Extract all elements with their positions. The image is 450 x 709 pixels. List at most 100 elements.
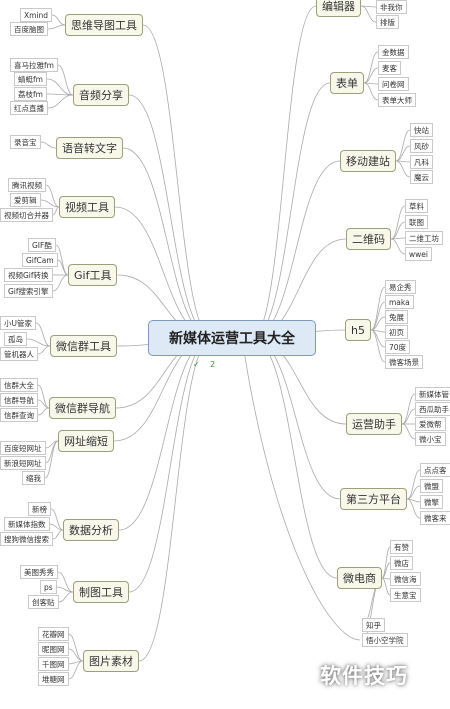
leaf-liantu: 联图 [405,215,428,229]
leaf-link [56,586,74,593]
leaf-baidu-short: 百度短网址 [0,441,46,455]
leaf-aiweibang: 爱微帮 [415,417,446,431]
branch-gif-tools: Gif工具 [68,264,118,286]
leaf-link [51,14,66,26]
leaf-link [57,571,74,593]
leaf-link [37,345,51,355]
leaf-link [50,508,64,531]
leaf-link [58,591,74,603]
watermark: 软件技巧 [320,664,408,688]
leaf-feiwoni: 非我你 [376,0,407,14]
leaf-suowo: 缩我 [22,471,45,485]
leaf-link [370,316,386,331]
branch-mobile-site: 移动建站 [340,150,396,172]
leaf-link [401,393,416,425]
leaf-link [40,199,60,208]
leaf-link [395,160,411,178]
center-marker-icon: ✓ [193,360,200,369]
branch-wechat-group-nav: 微信群导航 [49,397,116,419]
leaf-maka: maka [385,295,414,309]
leaf-link [45,184,60,208]
leaf-maike: 麦客 [378,61,401,75]
leaf-weixinhai: 微信海 [390,572,421,586]
leaf-huaban: 花瓣网 [38,627,69,641]
leaf-70du: 70度 [385,340,411,354]
leaf-link [52,274,69,292]
leaf-link [390,238,406,255]
leaf-link [40,141,57,149]
branch-wechat-group-tools: 微信群工具 [50,335,117,357]
leaf-hongdian: 红点直播 [10,101,48,115]
leaf-shengyibao: 生意宝 [390,588,421,602]
leaf-ximalaya: 喜马拉雅fm [10,58,58,72]
leaf-link [44,440,59,479]
leaf-ps: ps [40,580,57,594]
leaf-link [406,485,421,500]
leaf-qingting: 蜻蜓fm [14,72,47,86]
leaf-xiaou: 小U管家 [0,316,36,330]
leaf-link [381,577,391,596]
leaf-link [49,523,64,531]
leaf-link [47,94,74,109]
center-link [128,94,213,339]
branch-qrcode: 二维码 [346,228,391,250]
leaf-link [68,633,84,662]
leaf-link [26,338,51,347]
leaf-group-query: 信群查询 [0,408,38,422]
leaf-gifcam: GifCam [22,253,58,267]
branch-image-assets: 图片素材 [83,650,139,672]
leaf-link [363,67,379,84]
leaf-link [370,301,386,331]
leaf-video-merger: 视频切合并器 [0,208,53,222]
leaf-chuye: 初页 [385,325,408,339]
leaf-link [395,145,411,162]
branch-mindmap-tools: 思维导图工具 [65,14,143,36]
leaf-jinshuju: 金数据 [378,45,409,59]
leaf-duitang: 堆糖网 [38,672,69,686]
leaf-yiqixiu: 易企秀 [385,280,416,294]
central-topic: 新媒体运营工具大全 [148,320,316,356]
leaf-link [52,529,64,540]
leaf-link [46,78,74,96]
center-link [251,160,341,339]
leaf-youzan: 有赞 [390,540,413,554]
leaf-wwei: wwei [405,247,432,261]
leaf-wenjuan: 问卷网 [378,77,409,91]
leaf-link [57,259,69,276]
leaf-link [35,322,51,347]
leaf-xmind: Xmind [20,8,53,22]
leaf-baidu-naotu: 百度脑图 [10,22,48,36]
leaf-luyinbao: 录音宝 [10,135,41,149]
leaf-qiantu: 千图网 [38,657,69,671]
leaf-weiqing: 微擎 [420,495,443,509]
center-link [251,5,317,339]
center-link [241,337,361,641]
leaf-link [363,82,379,101]
branch-audio-share: 音频分享 [73,84,129,106]
leaf-caoliao: 草料 [405,199,428,213]
center-link [251,337,338,579]
branch-third-party: 第三方平台 [340,488,407,510]
leaf-gudao: 孤岛 [4,332,27,346]
leaf-link [390,205,406,240]
leaf-group-directory: 信群大全 [0,378,38,392]
leaf-link [401,408,416,425]
leaf-erwei-gongfang: 二维工坊 [405,231,443,245]
leaf-weike-changjing: 微客场景 [385,355,423,369]
leaf-link [370,286,386,331]
center-link [128,337,213,593]
leaf-xinbang: 新榜 [28,502,51,516]
leaf-link [68,660,84,680]
leaf-weixiaobao: 微小宝 [415,432,446,446]
leaf-sogou-wechat: 搜狗微信搜索 [0,532,53,546]
leaf-xinmeiti-guan: 新媒体管 [415,387,450,401]
branch-ops-assistant: 运营助手 [346,413,402,435]
leaf-sina-short: 新浪短网址 [0,456,46,470]
leaf-biaodan-dashi: 表单大师 [378,93,416,107]
leaf-link [406,498,421,519]
leaf-aijianji: 爱剪辑 [10,193,41,207]
leaf-link [390,221,406,240]
branch-video-tools: 视频工具 [59,196,115,218]
leaf-link [52,206,60,216]
